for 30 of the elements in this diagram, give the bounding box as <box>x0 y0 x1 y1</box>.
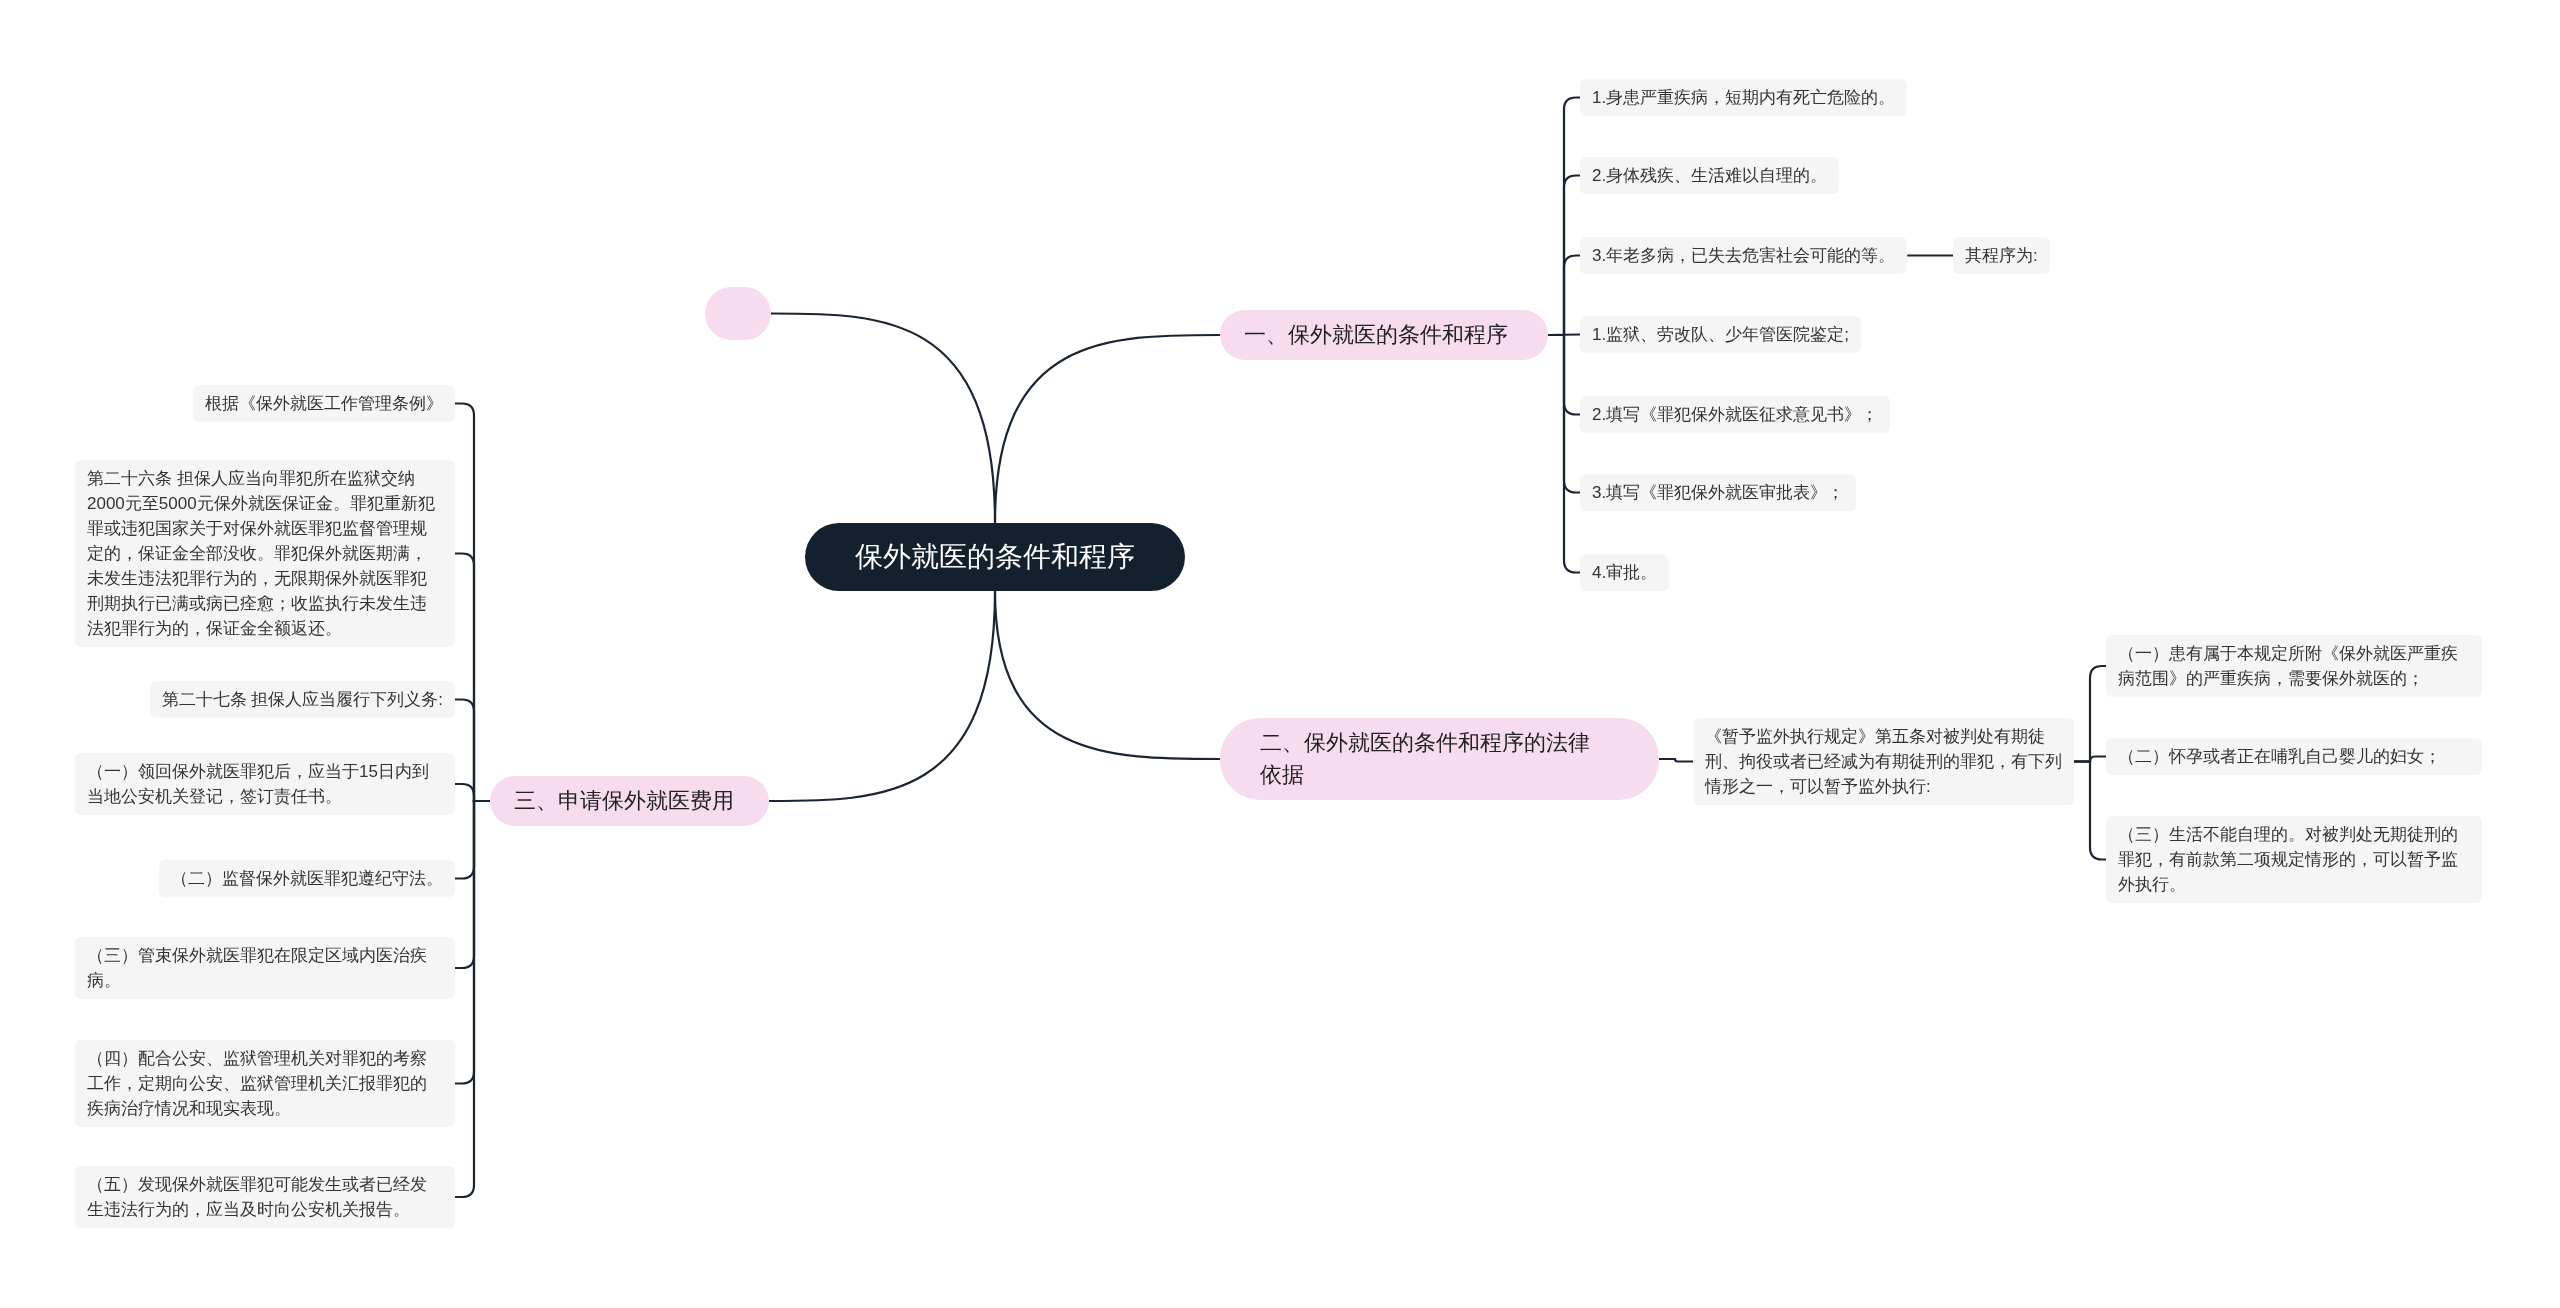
empty-topic <box>705 287 771 340</box>
root-topic: 保外就医的条件和程序 <box>805 523 1185 591</box>
connector-line <box>993 333 1220 524</box>
subtopic: 1.身患严重疾病，短期内有死亡危险的。 <box>1580 79 1908 116</box>
subtopic: 3.填写《罪犯保外就医审批表》； <box>1580 474 1857 511</box>
subtopic: 其程序为: <box>1953 237 2050 274</box>
connector-line <box>1907 254 1953 257</box>
subtopic: 《暂予监外执行规定》第五条对被判处有期徒刑、拘役或者已经减为有期徒刑的罪犯，有下列情形之一，可以暂予监外执行: <box>1693 718 2074 805</box>
connector-line <box>1659 757 1693 763</box>
subtopic: （一）患有属于本规定所附《保外就医严重疾病范围》的严重疾病，需要保外就医的； <box>2106 635 2482 697</box>
subtopic: 2.身体残疾、生活难以自理的。 <box>1580 157 1840 194</box>
subtopic: 2.填写《罪犯保外就医征求意见书》； <box>1580 396 1891 433</box>
subtopic: （三）管束保外就医罪犯在限定区域内医治疾病。 <box>75 937 455 999</box>
subtopic: 3.年老多病，已失去危害社会可能的等。 <box>1580 237 1908 274</box>
subtopic: 根据《保外就医工作管理条例》 <box>193 385 455 422</box>
subtopic: （三）生活不能自理的。对被判处无期徒刑的罪犯，有前款第二项规定情形的，可以暂予监外执行。 <box>2106 816 2482 903</box>
subtopic: （二）怀孕或者正在哺乳自己婴儿的妇女； <box>2106 738 2482 775</box>
subtopic: （一）领回保外就医罪犯后，应当于15日内到当地公安机关登记，签订责任书。 <box>75 753 455 815</box>
branch-topic: 二、保外就医的条件和程序的法律依据 <box>1220 718 1659 800</box>
subtopic: （五）发现保外就医罪犯可能发生或者已经发生违法行为的，应当及时向公安机关报告。 <box>75 1166 455 1228</box>
connector-line <box>769 590 997 803</box>
subtopic: （四）配合公安、监狱管理机关对罪犯的考察工作，定期向公安、监狱管理机关汇报罪犯的疾病治疗情况和现实表现。 <box>75 1040 455 1127</box>
subtopic: 第二十七条 担保人应当履行下列义务: <box>149 681 455 718</box>
branch-topic: 三、申请保外就医费用 <box>490 776 769 826</box>
subtopic: 4.审批。 <box>1580 554 1670 591</box>
subtopic: 第二十六条 担保人应当向罪犯所在监狱交纳2000元至5000元保外就医保证金。罪犯重新犯罪或违犯国家关于对保外就医罪犯监督管理规定的，保证金全部没收。罪犯保外就医期满，未发生违法犯罪行为的，无限期保外就医罪犯刑期执行已满或病已痊愈；收监执行未发生违法犯罪行为的，保证金全额返还。 <box>75 460 455 647</box>
subtopic: 1.监狱、劳改队、少年管医院鉴定; <box>1580 316 1861 353</box>
branch-topic: 一、保外就医的条件和程序 <box>1220 310 1548 360</box>
connector-line <box>455 799 490 1199</box>
subtopic: （二）监督保外就医罪犯遵纪守法。 <box>159 860 455 897</box>
